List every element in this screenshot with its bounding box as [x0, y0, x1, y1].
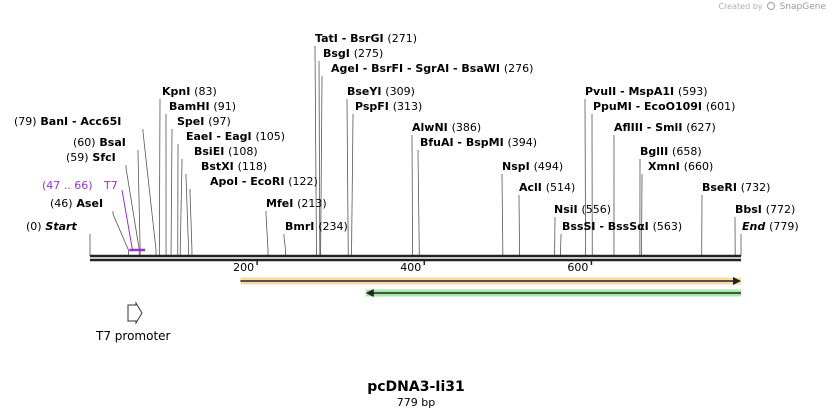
site-leader-4 — [142, 129, 157, 256]
created-by-text: Created by — [718, 2, 763, 11]
site-leader-24 — [560, 234, 562, 256]
site-label: XmnI (660) — [648, 160, 713, 173]
site-leader-line — [411, 135, 413, 251]
site-label: (59) SfcI — [66, 151, 116, 164]
site-leader-3 — [137, 150, 141, 256]
site-leaders — [89, 46, 742, 256]
ruler-label: 400 — [400, 261, 421, 274]
site-leader-line — [501, 174, 504, 251]
site-label: BseYI (309) — [347, 85, 415, 98]
site-label: BsgI (275) — [323, 47, 383, 60]
site-label: KpnI (83) — [162, 85, 217, 98]
plasmid-length: 779 bp — [397, 396, 435, 409]
site-label: EaeI - EagI (105) — [186, 130, 285, 143]
site-leader-22 — [518, 195, 520, 256]
site-leader-21 — [501, 174, 504, 256]
arrowhead-icon — [365, 289, 374, 297]
site-leader-line — [158, 99, 161, 251]
snapgene-branding: Created by SnapGene — [718, 2, 826, 12]
green-arrow — [365, 289, 741, 297]
site-leader-19 — [411, 135, 413, 256]
site-label: BsiEI (108) — [194, 145, 258, 158]
t7-promoter-feature: T7 promoter — [95, 301, 171, 343]
site-label: BbsI (772) — [735, 203, 795, 216]
site-leader-18 — [351, 114, 354, 256]
site-label: AgeI - BsrFI - SgrAI - BsaWI (276) — [331, 62, 533, 75]
site-leader-13 — [283, 234, 286, 256]
site-leader-line — [584, 99, 586, 251]
site-leader-10 — [185, 174, 190, 256]
site-label: NsiI (556) — [554, 203, 611, 216]
site-label: PvuII - MspA1I (593) — [585, 85, 708, 98]
site-leader-line — [189, 189, 193, 251]
site-label: End (779) — [742, 220, 799, 233]
site-leader-line — [142, 129, 157, 251]
site-leader-line — [125, 165, 140, 251]
site-leader-line — [417, 150, 420, 251]
site-leader-line — [518, 195, 520, 251]
site-label: MfeI (213) — [266, 197, 327, 210]
site-leader-line — [179, 159, 183, 251]
site-label: PpuMI - EcoO109I (601) — [593, 100, 735, 113]
plasmid-title-group: pcDNA3-Ii31 779 bp — [367, 379, 465, 409]
feature-arrows — [240, 277, 741, 297]
site-label: BamHI (91) — [169, 100, 236, 113]
ruler-label: 600 — [567, 261, 588, 274]
site-leader-line — [137, 150, 141, 251]
site-label: AflIII - SmlI (627) — [614, 121, 716, 134]
site-leader-line — [170, 129, 173, 251]
site-label: (46) AseI — [50, 197, 103, 210]
primer-name-label: T7 — [103, 179, 118, 192]
site-leader-20 — [417, 150, 420, 256]
sequence-backbone — [90, 254, 741, 262]
site-label: BmrI (234) — [285, 220, 348, 233]
site-label: BssSI - BssSαI (563) — [562, 220, 682, 233]
site-leader-1 — [112, 211, 129, 256]
site-leader-line — [560, 234, 562, 251]
t7-promoter-label: T7 promoter — [95, 329, 171, 343]
site-leader-line — [112, 211, 129, 251]
site-leader-line — [346, 99, 349, 251]
site-label: PspFI (313) — [355, 100, 422, 113]
site-leader-line — [318, 61, 321, 251]
site-label: NspI (494) — [502, 160, 563, 173]
primer-range-label: (47 .. 66) — [42, 179, 93, 192]
site-labels: (0) Start (46) AseI (59) SfcI (60) BsaI (79)… — [14, 32, 799, 233]
site-leader-line — [283, 234, 286, 251]
site-leader-line — [185, 174, 190, 251]
site-leader-5 — [158, 99, 161, 256]
site-leader-line — [265, 211, 269, 251]
site-label: AclI (514) — [519, 181, 575, 194]
site-leader-12 — [265, 211, 269, 256]
site-label: ApoI - EcoRI (122) — [210, 175, 318, 188]
plasmid-name: pcDNA3-Ii31 — [367, 379, 465, 395]
site-leader-line — [320, 76, 323, 251]
site-label: TatI - BsrGI (271) — [315, 32, 417, 45]
site-leader-11 — [189, 189, 193, 256]
ruler: 200 400 600 — [233, 259, 593, 274]
snapgene-app-name: SnapGene — [779, 2, 826, 12]
site-label: BfuAI - BspMI (394) — [420, 136, 537, 149]
site-label: (0) Start — [26, 220, 77, 233]
arrowhead-icon — [733, 277, 741, 285]
site-leader-9 — [179, 159, 183, 256]
site-leader-7 — [170, 129, 173, 256]
site-label: SpeI (97) — [177, 115, 231, 128]
primer-binding-site: (47 .. 66) T7 — [42, 179, 146, 252]
ruler-label: 200 — [233, 261, 254, 274]
orange-arrow — [240, 277, 741, 285]
t7-promoter-arrow-icon — [127, 301, 143, 325]
site-leader-2 — [125, 165, 140, 256]
site-label: (79) BanI - Acc65I — [14, 115, 121, 128]
primer-leader — [121, 189, 133, 250]
site-label: (60) BsaI — [73, 136, 126, 149]
site-label: BstXI (118) — [201, 160, 267, 173]
snapgene-logo-icon — [767, 2, 776, 10]
site-label: BseRI (732) — [702, 181, 770, 194]
site-label: AlwNI (386) — [412, 121, 481, 134]
site-leader-line — [314, 46, 317, 251]
site-leader-line — [351, 114, 354, 251]
site-label: BglII (658) — [640, 145, 702, 158]
